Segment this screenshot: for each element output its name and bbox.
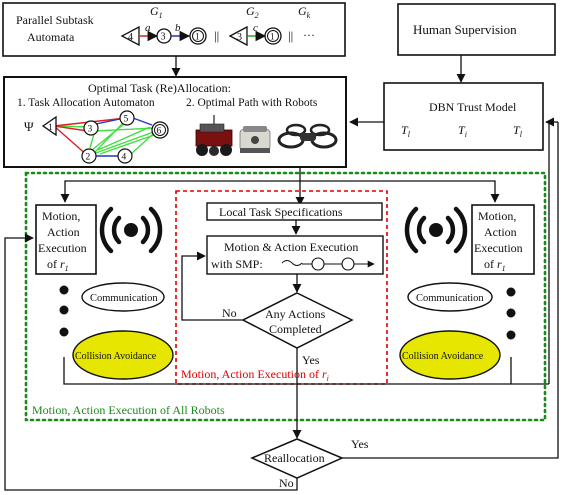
left-ellipsis-dots	[59, 285, 69, 337]
allocation-box: Optimal Task (Re)Allocation: 1. Task All…	[3, 76, 347, 168]
local-spec-box: Local Task Specifications	[206, 202, 383, 221]
edge-a-label: a	[145, 22, 151, 34]
small-robot-image	[239, 126, 271, 153]
smp-chain-icon	[281, 257, 375, 271]
feedback-line-right	[547, 121, 550, 384]
alloc-node-6-label: 6	[157, 127, 162, 137]
decision-yes-label: Yes	[302, 353, 320, 367]
all-robots-container	[24, 171, 547, 422]
reallocation-decision: Reallocation	[250, 438, 344, 479]
g2-state-1-label: 1	[270, 32, 275, 42]
ground-robot-image	[195, 115, 233, 156]
automata-box: Parallel Subtask Automata G1 G2 Gk 4 a 3…	[2, 2, 346, 57]
state-1-label: 1	[195, 32, 200, 42]
left-collision-avoidance: Collision Avoidance	[72, 330, 174, 380]
arrow-to-left-robot	[60, 180, 300, 203]
right-robot-line3: Execution	[474, 241, 523, 255]
motion-execution-line1: Motion & Action Execution	[224, 240, 358, 254]
left-collision-label: Collision Avoidance	[75, 351, 157, 362]
state-4-label: 4	[128, 32, 133, 43]
right-collect-line	[510, 357, 549, 385]
right-collision-avoidance: Collision Avoidance	[399, 330, 501, 380]
left-robot-line1: Motion,	[42, 209, 80, 223]
right-robot-box: Motion, Action Execution of r1	[471, 204, 535, 275]
drone-image	[277, 123, 338, 149]
completion-decision: Any Actions Completed	[241, 292, 354, 349]
state-3-label: 3	[161, 32, 166, 43]
alloc-node-5-label: 5	[124, 115, 129, 125]
left-signal-icon	[99, 206, 163, 254]
automata-title-line2: Automata	[27, 30, 75, 44]
right-communication: Communication	[407, 282, 493, 312]
trust-t3: Tl	[513, 123, 523, 139]
human-supervision-label: Human Supervision	[413, 22, 517, 37]
right-robot-line2: Action	[484, 225, 517, 239]
trust-model-title: DBN Trust Model	[429, 100, 517, 114]
all-robots-caption: Motion, Action Execution of All Robots	[32, 403, 225, 417]
decision-line2: Completed	[269, 322, 322, 336]
psi-symbol: Ψ	[24, 119, 34, 134]
trust-t2: Ti	[458, 123, 467, 139]
decision-no-label: No	[222, 306, 237, 320]
right-signal-icon	[404, 206, 468, 254]
trust-t1: Tl	[401, 123, 411, 139]
motion-execution-box: Motion & Action Execution with SMP:	[206, 235, 384, 275]
ellipsis: ···	[303, 28, 315, 42]
initial-state-triangle	[120, 25, 140, 47]
alloc-node-6-inner	[154, 124, 166, 136]
human-supervision-box: Human Supervision	[397, 3, 556, 56]
single-robot-caption: Motion, Action Execution of ri	[181, 367, 329, 383]
g2-label: G2	[246, 4, 259, 20]
g2-accept-inner	[267, 30, 279, 42]
left-robot-box: Motion, Action Execution of r1	[35, 204, 97, 275]
alloc-node-4	[117, 148, 133, 164]
edge-c-label: c	[253, 22, 258, 34]
right-robot-line4: of r1	[484, 257, 506, 273]
g2-initial-triangle	[228, 25, 248, 47]
allocation-item1: 1. Task Allocation Automaton	[17, 97, 155, 109]
allocation-title: Optimal Task (Re)Allocation:	[88, 81, 231, 95]
edge-b-label: b	[175, 22, 181, 34]
trust-model-box: DBN Trust Model Tl Ti Tl	[383, 82, 544, 151]
single-robot-container	[175, 190, 388, 385]
g1-label: G1	[150, 4, 163, 20]
reallocation-no-line	[4, 233, 298, 491]
alloc-node-1-label: 1	[48, 123, 53, 133]
left-communication-label: Communication	[90, 293, 158, 304]
alloc-node-2-label: 2	[86, 153, 91, 163]
accept-state-inner	[192, 30, 204, 42]
right-communication-label: Communication	[416, 293, 484, 304]
left-collect-line	[63, 357, 297, 385]
reallocation-no-label: No	[279, 476, 294, 490]
alloc-node-2	[81, 148, 97, 164]
left-robot-line3: Execution	[38, 241, 87, 255]
alloc-node-4-label: 4	[122, 153, 127, 163]
alloc-node-5	[119, 110, 135, 126]
alloc-node-3-label: 3	[88, 125, 93, 135]
left-communication: Communication	[81, 282, 165, 312]
left-robot-line4: of r1	[47, 257, 69, 273]
gk-label: Gk	[298, 4, 311, 20]
automata-title-line1: Parallel Subtask	[16, 13, 94, 27]
decision-no-loop	[181, 251, 243, 321]
right-collision-label: Collision Avoidance	[402, 351, 484, 362]
motion-execution-line2: with SMP:	[211, 257, 263, 271]
reallocation-yes-label: Yes	[351, 437, 369, 451]
g2-state-3-label: 3	[237, 32, 242, 43]
allocation-item2: 2. Optimal Path with Robots	[186, 97, 318, 109]
local-spec-label: Local Task Specifications	[219, 205, 343, 219]
alloc-initial-triangle	[41, 115, 57, 137]
right-robot-line1: Motion,	[478, 209, 516, 223]
decision-line1: Any Actions	[265, 307, 326, 321]
left-robot-line2: Action	[47, 225, 80, 239]
reallocation-yes-line	[342, 122, 559, 459]
alloc-node-3	[83, 120, 99, 136]
reallocation-label: Reallocation	[264, 451, 325, 465]
task-allocation-graph: 1 3 5 6 2 4	[41, 110, 169, 164]
parallel-symbol-2: ||	[288, 28, 293, 43]
arrow-to-right-robot	[300, 180, 500, 203]
parallel-symbol-1: ||	[214, 28, 219, 43]
right-ellipsis-dots	[506, 287, 516, 340]
